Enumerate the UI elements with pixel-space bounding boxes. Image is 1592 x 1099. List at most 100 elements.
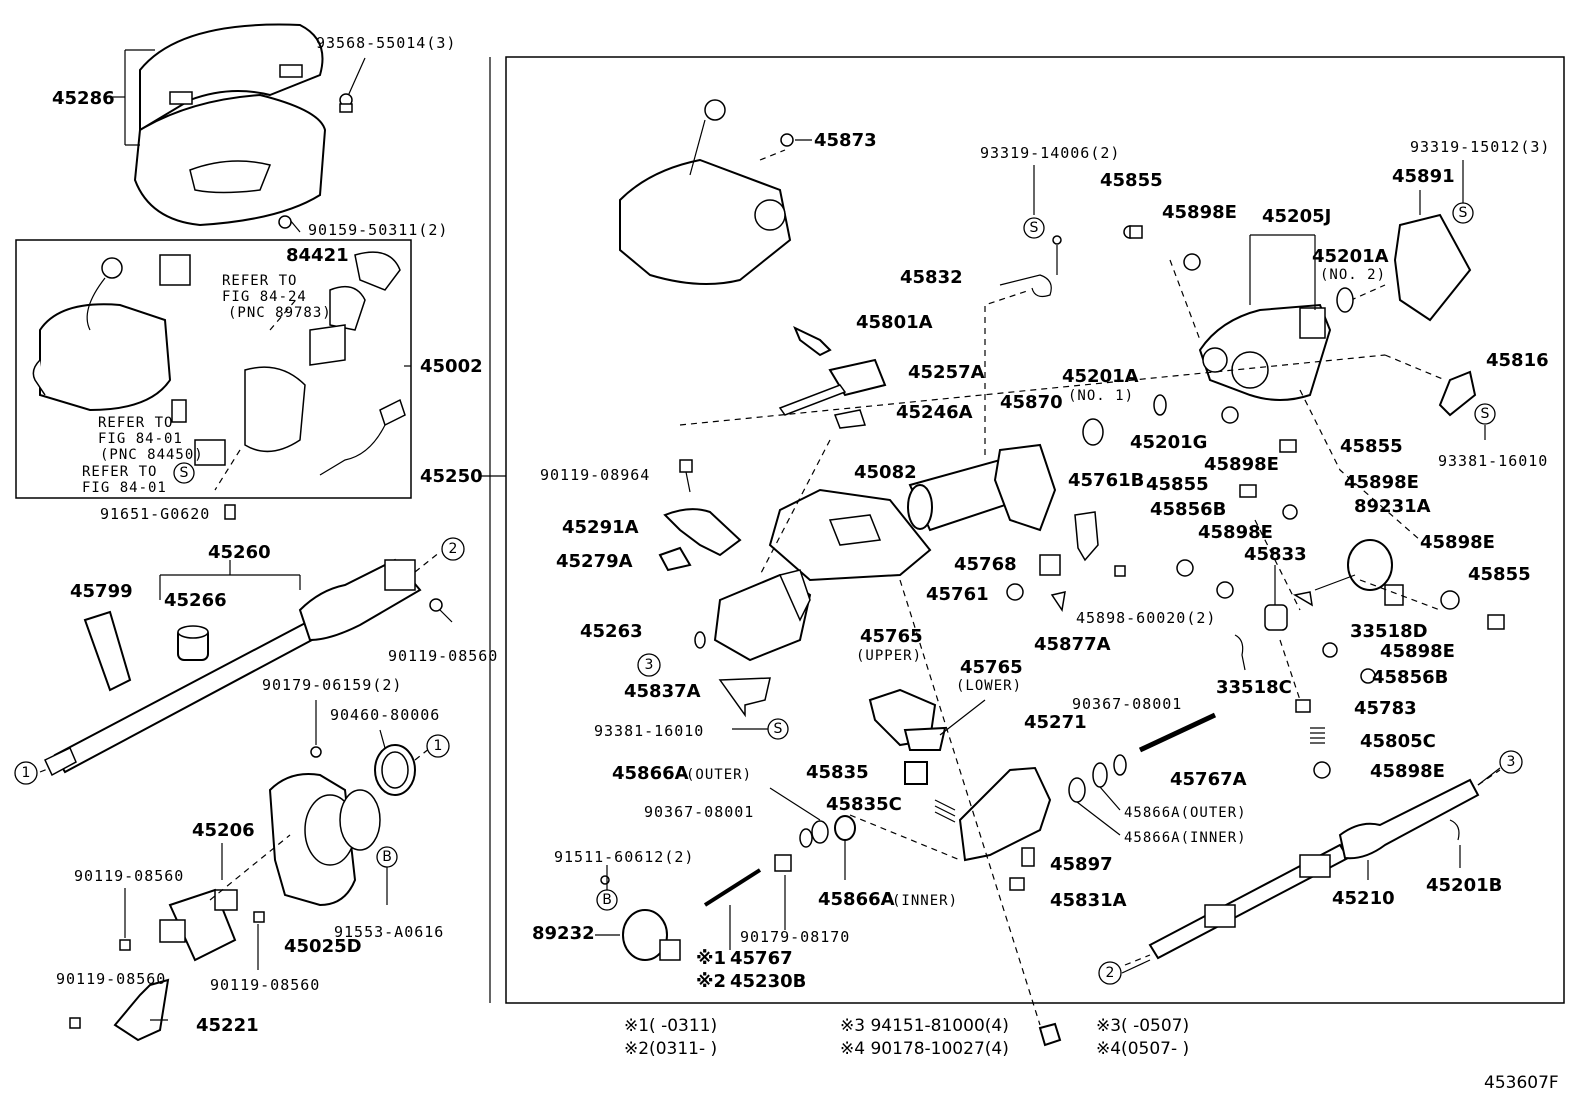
clip-45246A — [833, 409, 867, 429]
bolt-90119-c — [69, 1017, 81, 1029]
nut-94151 — [1038, 1022, 1062, 1047]
label-90119-c: 90119-08560 — [56, 970, 166, 988]
washer-45866A-c — [1068, 777, 1086, 803]
label-45873: 45873 — [814, 130, 877, 151]
label-90159: 90159-50311(2) — [308, 221, 448, 239]
spring-45805C — [1310, 727, 1325, 744]
label-45221: 45221 — [196, 1015, 259, 1036]
bracket-45271 — [958, 766, 1052, 862]
label-45805C: 45805C — [1360, 731, 1436, 752]
screw-45855-b — [1279, 439, 1297, 453]
clamp-90460 — [374, 744, 416, 796]
nut-45898E-f — [1322, 642, 1338, 658]
circle-mark-b-2: B — [596, 889, 618, 911]
label-45832: 45832 — [900, 267, 963, 288]
nut-45898E-b — [1221, 406, 1239, 424]
label-45898E-c: 45898E — [1344, 472, 1419, 493]
label-90119-a: 90119-08560 — [388, 647, 498, 665]
svg-text:S: S — [1030, 220, 1039, 236]
wire-45832 — [999, 235, 1062, 298]
label-ref3b: FIG 84-01 — [82, 480, 167, 496]
footnote-1: ※1( -0311) — [624, 1016, 717, 1036]
label-45898E-f: 45898E — [1380, 641, 1455, 662]
label-45201A-2-note: (NO. 2) — [1320, 267, 1386, 283]
bushing-45866A-d — [834, 815, 856, 841]
label-45291A: 45291A — [562, 517, 639, 538]
label-45877A: 45877A — [1034, 634, 1111, 655]
label-45816: 45816 — [1486, 350, 1549, 371]
label-45230B-mark: ※2 — [696, 971, 726, 992]
label-45898E-b: 45898E — [1204, 454, 1279, 475]
circle-mark-s-3: S — [1452, 202, 1474, 224]
label-45855-d: 45855 — [1468, 564, 1531, 585]
label-ref1b: FIG 84-24 — [222, 289, 307, 305]
footnote-3: ※3 94151-81000(4) — [840, 1016, 1009, 1036]
label-45201B: 45201B — [1426, 875, 1502, 896]
label-45898-60020: 45898-60020(2) — [1076, 609, 1216, 627]
circle-mark-s-2: S — [1023, 217, 1045, 239]
sensor-45833 — [1264, 604, 1288, 631]
pad-45768 — [1039, 554, 1061, 576]
pin-45767 — [703, 868, 762, 907]
label-90119-e: 90119-08964 — [540, 466, 650, 484]
label-45246A: 45246A — [896, 402, 973, 423]
label-91511: 91511-60612(2) — [554, 848, 694, 866]
spring-45801A — [793, 325, 832, 357]
sensor-89232 — [622, 909, 681, 961]
ring-45201B — [1449, 819, 1460, 841]
screw-45873 — [780, 133, 794, 147]
label-91651: 91651-G0620 — [100, 505, 210, 523]
dust-cover-45025D — [268, 773, 381, 907]
screw-45855-c — [1239, 484, 1257, 498]
label-ref2a: REFER TO — [98, 415, 173, 431]
label-89231A: 89231A — [1354, 496, 1431, 517]
label-45855-c: 45855 — [1146, 474, 1209, 495]
circle-mark-3-left: 3 — [637, 653, 661, 677]
bracket-45799 — [83, 610, 132, 692]
ring-45201G — [1153, 394, 1167, 416]
column-cover-part — [133, 23, 327, 227]
footnote-4: ※4 90178-10027(4) — [840, 1039, 1009, 1059]
bolt-45897 — [1021, 847, 1035, 867]
label-45898E-d: 45898E — [1198, 522, 1273, 543]
nut-45783 — [1295, 699, 1311, 713]
label-45837A: 45837A — [624, 681, 701, 702]
screw-45898-60020 — [1114, 565, 1126, 577]
label-93381-a: 93381-16010 — [1438, 452, 1548, 470]
label-93381-b: 93381-16010 — [594, 722, 704, 740]
label-45866A-d: 45866A — [818, 889, 895, 910]
svg-text:S: S — [774, 721, 783, 737]
column-tube-part — [713, 569, 812, 662]
label-93319-a: 93319-14006(2) — [980, 144, 1120, 162]
bushing-45765-lower — [903, 726, 947, 751]
diagram-id: 453607F — [1484, 1073, 1559, 1093]
block-45835 — [904, 761, 928, 785]
label-ref2c: (PNC 84450) — [100, 447, 204, 463]
circle-mark-1-right: 1 — [426, 734, 450, 758]
ring-45201A1 — [1082, 418, 1104, 446]
circle-mark-s-5: S — [767, 718, 789, 740]
label-89232: 89232 — [532, 923, 595, 944]
label-45286: 45286 — [52, 88, 115, 109]
bracket-45891 — [1393, 213, 1472, 322]
label-90460: 90460-80006 — [330, 706, 440, 724]
nut-45898E-a — [1183, 253, 1201, 271]
label-93319-b: 93319-15012(3) — [1410, 138, 1550, 156]
label-45205J: 45205J — [1262, 206, 1331, 227]
label-93568: 93568-55014(3) — [316, 34, 456, 52]
label-45260: 45260 — [208, 542, 271, 563]
bushing-45266 — [177, 625, 209, 661]
joint-45206 — [159, 888, 238, 962]
shaft-45767A — [1138, 712, 1217, 753]
label-ref1c: (PNC 89783) — [228, 305, 332, 321]
svg-text:3: 3 — [645, 657, 654, 673]
bolt-90119-d — [253, 911, 265, 923]
svg-text:1: 1 — [434, 738, 443, 754]
label-90179-b: 90179-08170 — [740, 928, 850, 946]
label-45898E-e: 45898E — [1420, 532, 1495, 553]
lock-housing-45205J — [1198, 303, 1332, 401]
label-45891: 45891 — [1392, 166, 1455, 187]
label-45201A-2: 45201A — [1312, 246, 1389, 267]
washer-45866A-b — [1092, 762, 1108, 788]
label-45856B-a: 45856B — [1150, 499, 1226, 520]
